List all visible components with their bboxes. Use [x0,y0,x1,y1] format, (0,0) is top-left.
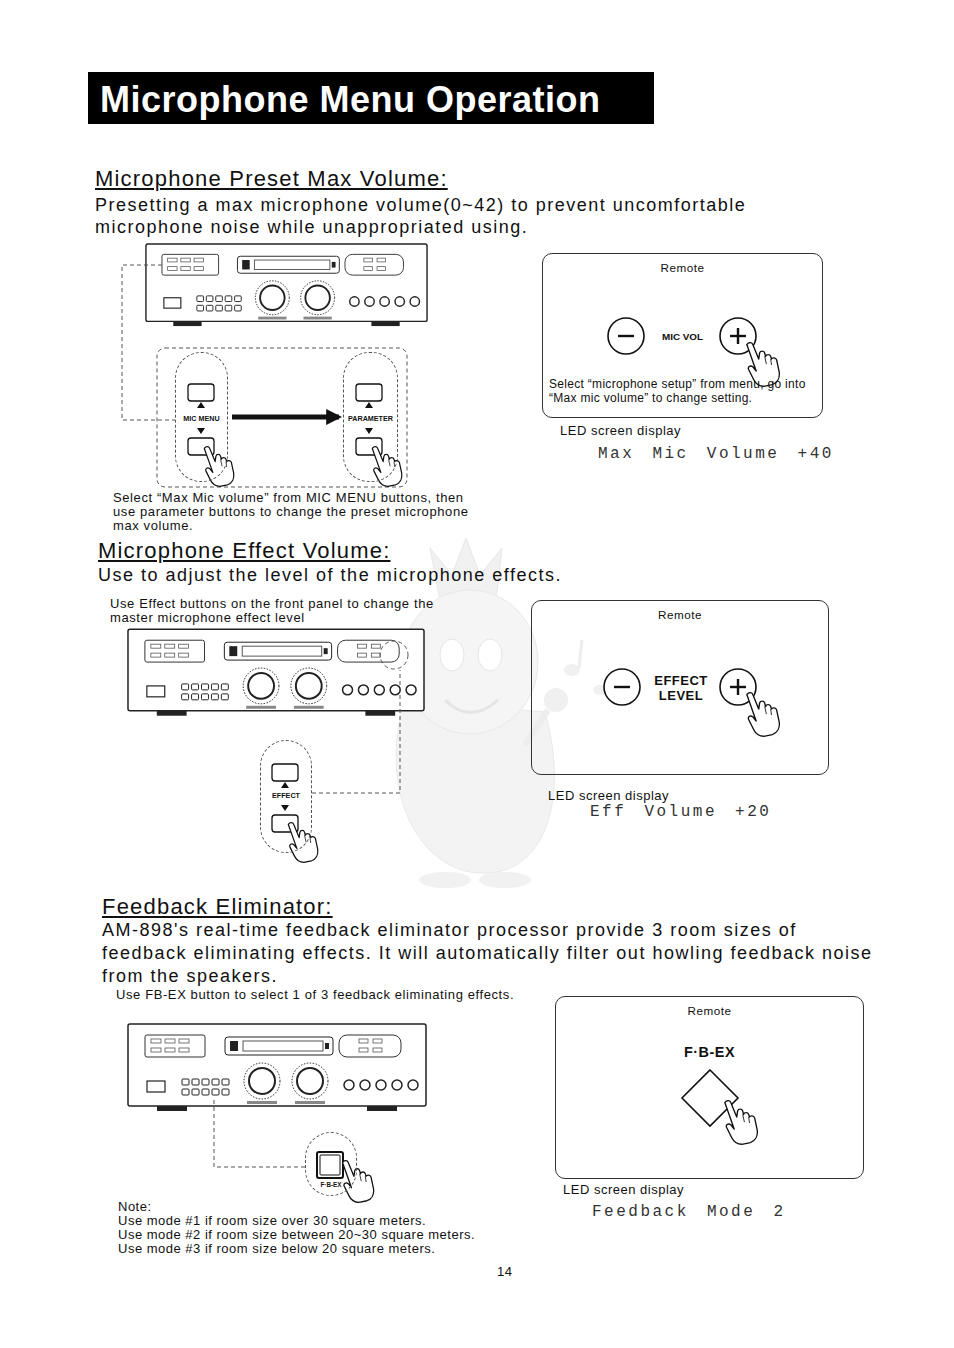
button-label: MIC MENU [176,414,227,423]
pointing-hand [288,823,318,863]
remote-text: EFFECT LEVEL [651,673,711,703]
instruction-note: Use FB-EX button to select 1 of 3 feedba… [116,988,516,1002]
section-heading: Microphone Effect Volume: [98,538,391,564]
panel-button [320,1155,340,1175]
title-text: Microphone Menu Operation [100,79,601,121]
pointing-hand [747,693,780,737]
arrow-triangle [365,402,373,408]
note-text: Use mode #2 if room size between 20~30 s… [118,1227,475,1242]
remote-button [604,318,756,1126]
arrow-triangle [197,402,205,408]
arrow-triangle [365,428,373,434]
remote-button [604,669,640,705]
remote-heading: Remote [556,1004,863,1017]
leader-line [122,265,175,420]
panel-button [317,1152,343,1178]
description: AM-898's real-time feedback eliminator p… [102,919,882,988]
plus-minus-sign [614,686,630,688]
instruction-note: Select “Max Mic volume” from MIC MENU bu… [113,491,473,533]
pointing-hand [725,1101,758,1145]
button-label: EFFECT [261,791,311,800]
leader-line [380,641,408,669]
mascot-watermark [479,872,531,888]
amplifier-front-panel [128,629,424,715]
display-caption: LED screen display [548,788,669,803]
remote-panel: RemoteEFFECT LEVEL [531,600,829,775]
display-caption: LED screen display [560,423,681,438]
mascot-watermark [544,688,568,712]
remote-button [608,318,644,354]
leader-line [214,1100,305,1167]
mascot-watermark [525,710,548,745]
mascot-watermark [564,664,580,676]
button-group: EFFECT [260,740,312,853]
page-number: 14 [497,1264,512,1279]
note-text: Use mode #3 if room size below 20 square… [118,1241,435,1256]
arrow-triangle [281,805,289,811]
section-heading: Microphone Preset Max Volume: [95,166,448,192]
mascot-watermark [440,639,464,671]
mascot-watermark [419,872,471,888]
button-group: F·B-EX [305,1132,357,1196]
remote-panel: RemoteF·B-EX [555,996,864,1179]
title-bar [88,72,654,124]
leader-line [157,348,407,487]
button-label: F·B-EX [306,1181,356,1188]
remote-text: MIC VOL [543,331,822,342]
note-text: Note: [118,1199,152,1214]
mascot-watermark [478,639,502,671]
button-group: MIC MENU [175,352,228,482]
remote-text: F·B-EX [556,1044,863,1060]
plus-minus-sign [618,335,634,337]
leader-line [122,265,408,1167]
instruction-note: Use Effect buttons on the front panel to… [110,597,460,625]
led-readout: Max Mic Volume +40 [598,445,834,463]
description: Presetting a max microphone volume(0~42)… [95,194,835,238]
mascot-watermark [579,640,582,668]
description: Use to adjust the level of the microphon… [98,564,562,586]
pointing-hand [204,447,234,487]
note-text: Use mode #1 if room size over 30 square … [118,1213,426,1228]
plus-minus-sign [737,679,739,695]
pointing-hand [204,343,779,1203]
arrow-triangle [281,782,289,788]
arrow-triangle [197,428,205,434]
led-readout: Feedback Mode 2 [592,1203,786,1221]
flow-arrow [232,415,339,420]
led-readout: Eff Volume +20 [590,803,771,821]
section-heading: Feedback Eliminator: [102,894,333,920]
mascot-watermark [396,538,607,888]
remote-panel: RemoteMIC VOL Select “microphone setup” f… [542,253,823,418]
panel-button [188,384,214,401]
mascot-watermark [445,700,498,713]
button-group: PARAMETER [343,352,398,482]
remote-heading: Remote [543,261,822,274]
pointing-hand [343,1161,374,1203]
remote-text: Select “microphone setup” from menu, go … [549,377,815,405]
button-label: PARAMETER [344,414,397,423]
amplifier-front-panel [146,244,427,326]
plus-minus-sign [737,328,739,344]
panel-button [272,764,298,781]
remote-heading: Remote [532,608,828,621]
display-caption: LED screen display [563,1182,684,1197]
leader-line [312,670,400,793]
panel-button [356,384,382,401]
amplifier-front-panel [128,1024,426,1111]
